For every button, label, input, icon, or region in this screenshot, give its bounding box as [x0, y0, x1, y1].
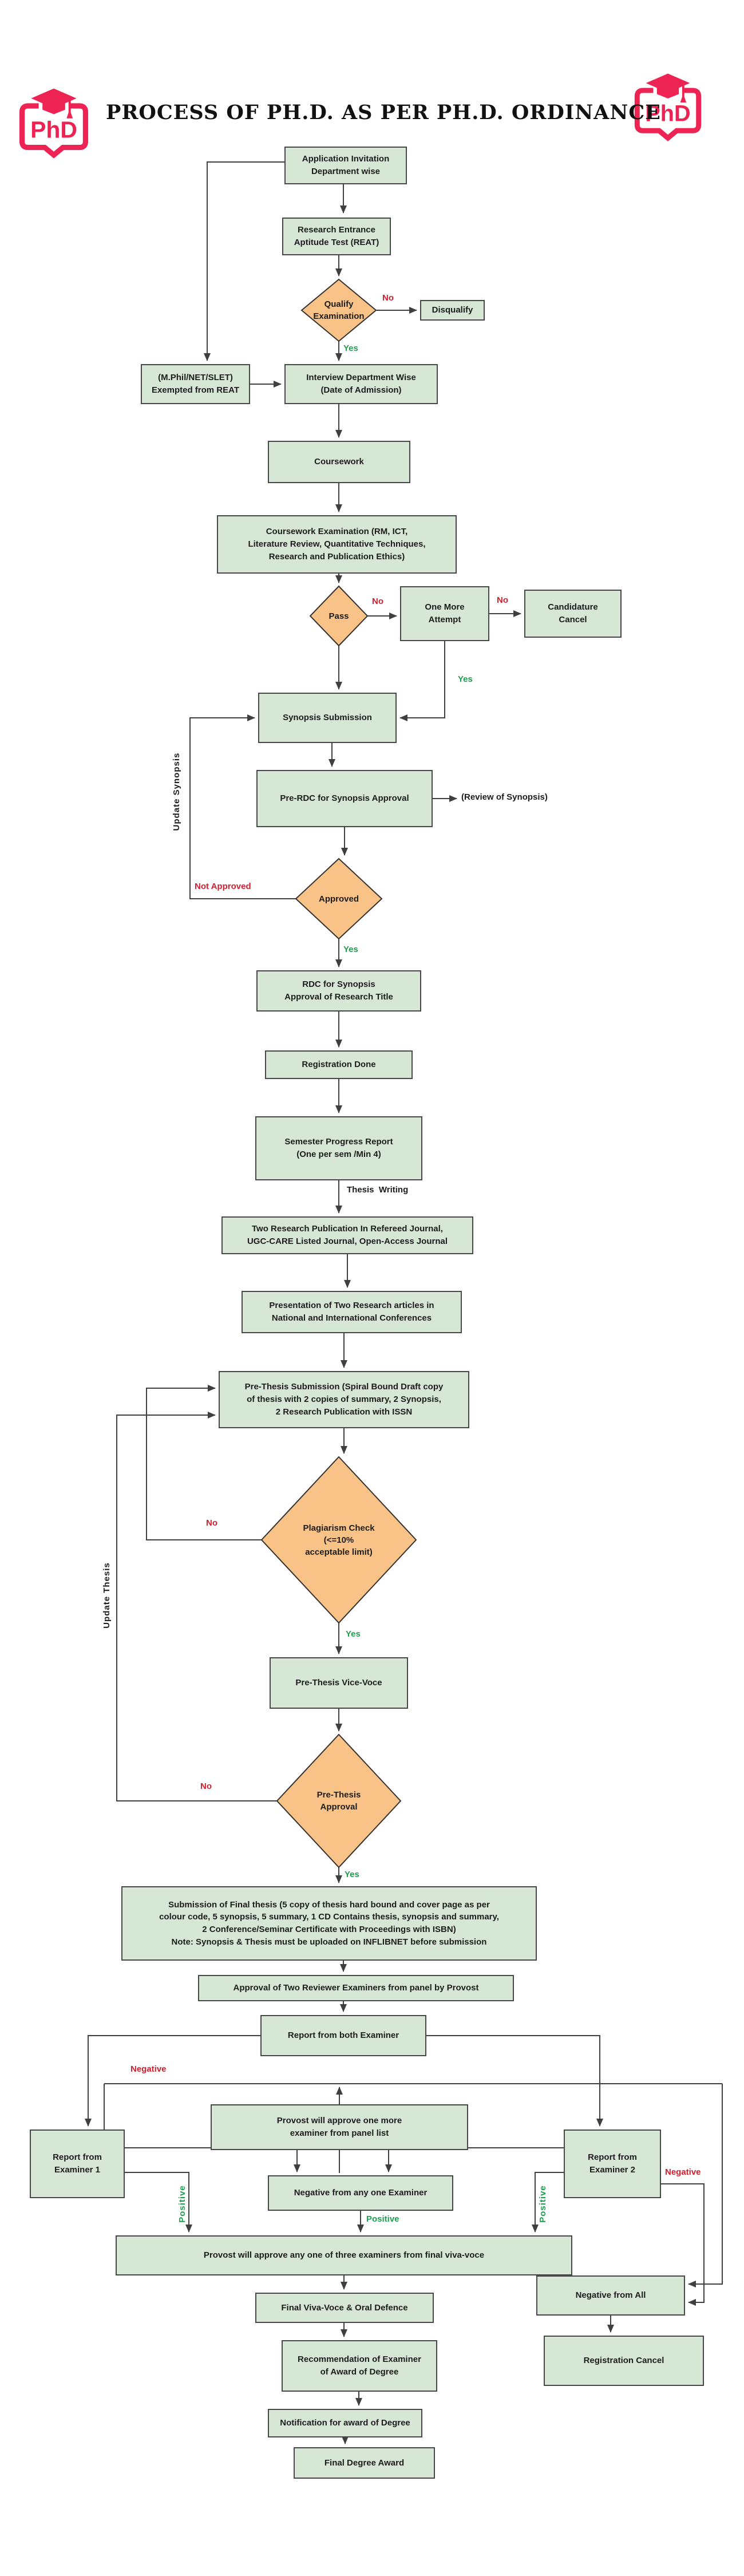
node-exempted-from-reat: (M.Phil/NET/SLET) Exempted from REAT: [141, 364, 250, 404]
node-reat: Research Entrance Aptitude Test (REAT): [282, 218, 391, 255]
node-one-more-attempt: One More Attempt: [400, 586, 489, 641]
edge-label-yes-one-more: Yes: [458, 674, 473, 684]
diamond-qualify-shape: [300, 278, 377, 342]
diamond-plagiarism-label: Plagiarism Check (<=10% acceptable limit…: [303, 1523, 375, 1557]
edge-label-no-pass: No: [372, 596, 383, 606]
diamond-plagiarism-shape: [260, 1456, 417, 1624]
node-two-research-publication: Two Research Publication In Refereed Jou…: [221, 1216, 473, 1254]
node-report-examiner-2: Report from Examiner 2: [564, 2129, 661, 2198]
edge-label-update-synopsis: Update Synopsis: [172, 752, 181, 831]
edge-label-not-approved: Not Approved: [195, 882, 251, 891]
edge-label-no-plagiarism: No: [206, 1518, 217, 1528]
edge-label-no-one-more: No: [497, 595, 508, 605]
diamond-pre-thesis-approval-label: Pre-Thesis Approval: [316, 1790, 361, 1812]
edge-label-yes-qualify: Yes: [343, 343, 358, 353]
note-review-of-synopsis: (Review of Synopsis): [461, 792, 548, 802]
diamond-pass-shape: [309, 585, 369, 647]
node-registration-cancel: Registration Cancel: [544, 2336, 704, 2386]
page-title: PROCESS OF PH.D. AS PER PH.D. ORDINANCE: [106, 101, 661, 124]
node-synopsis-submission: Synopsis Submission: [258, 693, 397, 743]
edge-label-positive-right: Positive: [538, 2185, 548, 2223]
phd-logo-text: PhD: [30, 116, 77, 143]
node-final-viva-voce: Final Viva-Voce & Oral Defence: [255, 2293, 434, 2323]
edge-label-no-pre-thesis: No: [200, 1781, 212, 1791]
node-provost-any-of-three: Provost will approve any one of three ex…: [116, 2235, 572, 2275]
node-registration-done: Registration Done: [265, 1050, 413, 1079]
node-presentation-conferences: Presentation of Two Research articles in…: [242, 1291, 462, 1333]
node-pre-rdc: Pre-RDC for Synopsis Approval: [256, 770, 433, 827]
edge-label-thesis-writing: Thesis Writing: [347, 1185, 409, 1195]
node-pre-thesis-viva-voce: Pre-Thesis Vice-Voce: [270, 1657, 408, 1709]
phd-logo-text: PhD: [645, 101, 690, 127]
edge-label-positive-left: Positive: [177, 2185, 187, 2223]
node-semester-progress-report: Semester Progress Report (One per sem /M…: [255, 1116, 422, 1180]
edge-label-negative-right: Negative: [665, 2167, 701, 2177]
edge-label-yes-plagiarism: Yes: [346, 1629, 361, 1639]
phd-logo-left: PhD: [19, 88, 89, 159]
node-application-invitation: Application Invitation Department wise: [284, 147, 407, 184]
phd-logo-right: PhD: [634, 73, 702, 141]
node-notification-award: Notification for award of Degree: [268, 2409, 422, 2437]
diamond-pre-thesis-approval-shape: [276, 1733, 402, 1868]
diamond-qualify-label: Qualify Examination: [313, 299, 365, 321]
edge-label-no-qualify: No: [382, 293, 394, 303]
edge-label-positive-center: Positive: [366, 2214, 399, 2224]
edge-label-update-thesis: Update Thesis: [102, 1562, 112, 1629]
node-interview-department-wise: Interview Department Wise (Date of Admis…: [284, 364, 438, 404]
node-report-from-both-examiner: Report from both Examiner: [260, 2015, 426, 2056]
node-negative-any-one-examiner: Negative from any one Examiner: [268, 2175, 453, 2211]
diamond-pass-label: Pass: [329, 611, 349, 621]
node-approval-two-reviewers: Approval of Two Reviewer Examiners from …: [198, 1975, 514, 2001]
diamond-approved-shape: [295, 858, 383, 940]
node-submission-final-thesis: Submission of Final thesis (5 copy of th…: [121, 1886, 537, 1961]
diamond-approved-label: Approved: [318, 894, 359, 904]
node-disqualify: Disqualify: [420, 300, 485, 321]
node-coursework: Coursework: [268, 441, 410, 483]
node-recommendation-of-examiner: Recommendation of Examiner of Award of D…: [282, 2340, 437, 2392]
edge-label-negative-left: Negative: [130, 2064, 167, 2074]
node-report-examiner-1: Report from Examiner 1: [30, 2129, 125, 2198]
node-provost-one-more-examiner: Provost will approve one more examiner f…: [211, 2104, 468, 2150]
node-candidature-cancel: Candidature Cancel: [524, 590, 622, 638]
node-final-degree-award: Final Degree Award: [294, 2447, 435, 2479]
node-pre-thesis-submission: Pre-Thesis Submission (Spiral Bound Draf…: [219, 1371, 469, 1428]
node-negative-from-all: Negative from All: [536, 2275, 685, 2316]
edge-label-yes-approved: Yes: [343, 945, 358, 954]
node-coursework-examination: Coursework Examination (RM, ICT, Literat…: [217, 515, 457, 574]
node-rdc-for-synopsis: RDC for Synopsis Approval of Research Ti…: [256, 970, 421, 1012]
edge-label-yes-pre-thesis: Yes: [345, 1870, 359, 1879]
